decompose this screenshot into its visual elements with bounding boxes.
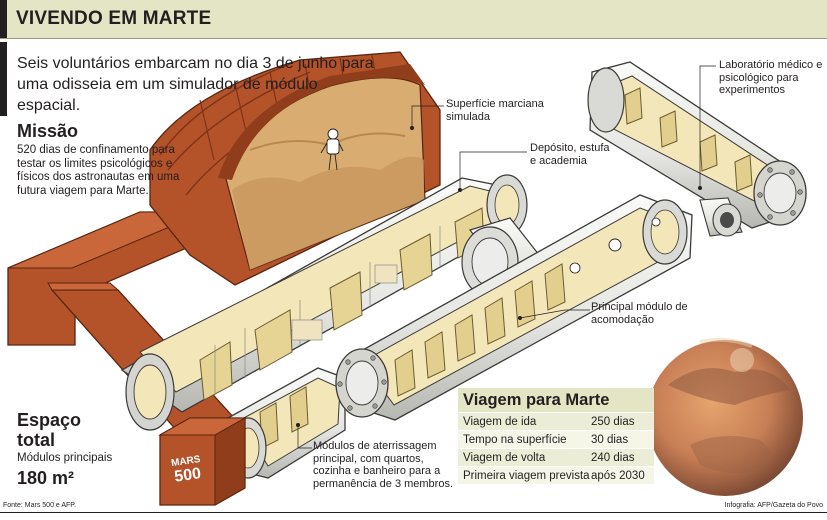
space-value: 180 m² <box>17 468 75 488</box>
label-storage: Depósito, estufa e academia <box>530 142 610 167</box>
trip-row-label: Viagem de ida <box>463 416 537 428</box>
storage-greenhouse-module <box>120 174 528 431</box>
label-mars-surface: Superfície marciana simulada <box>446 98 544 123</box>
trip-row-label: Viagem de volta <box>463 452 546 464</box>
title-accent <box>0 0 7 38</box>
title-band <box>0 0 827 38</box>
intro-text: Seis voluntários embarcam no dia 3 de ju… <box>17 55 374 114</box>
trip-row-value: 240 dias <box>591 452 635 464</box>
mars-surface-dome <box>149 51 441 286</box>
landing-module <box>227 348 389 479</box>
space-subtitle: Módulos principais <box>17 452 113 464</box>
trip-row-value: 30 dias <box>591 434 629 446</box>
trip-row-value: 250 dias <box>591 416 635 428</box>
page-title: VIVENDO EM MARTE <box>16 8 212 29</box>
trip-table: Viagem para Marte Viagem de ida 250 dias… <box>458 388 654 484</box>
mars500-logo-line2: 500 <box>173 465 202 486</box>
mission-text: 520 dias de confinamento para testar os … <box>17 144 180 197</box>
mars500-logo-line1: MARS <box>170 454 201 469</box>
trip-row: Primeira viagem prevista após 2030 <box>458 466 654 484</box>
footer-divider <box>0 512 827 513</box>
intro-accent <box>0 42 7 116</box>
main-habitation-module <box>344 194 693 421</box>
trip-row-label: Primeira viagem prevista <box>463 470 590 482</box>
trip-row-value: após 2030 <box>591 470 645 482</box>
title-divider <box>0 38 827 39</box>
trip-row: Tempo na superfície 30 dias <box>458 430 654 448</box>
trip-row-label: Tempo na superfície <box>463 434 567 446</box>
label-main-module: Principal módulo de acomodação <box>591 301 688 326</box>
mars500-block: MARS 500 <box>158 417 247 506</box>
mission-heading: Missão <box>17 121 79 141</box>
credit-note: Infografia: AFP/Gazeta do Povo <box>724 502 823 509</box>
trip-row: Viagem de volta 240 dias <box>458 448 654 466</box>
source-note: Fonte: Mars 500 e AFP. <box>3 502 77 509</box>
trip-row: Viagem de ida 250 dias <box>458 412 654 430</box>
label-landing-module: Módulos de aterrissagem principal, com q… <box>313 440 454 490</box>
trip-table-title: Viagem para Marte <box>458 388 654 412</box>
medical-lab-module <box>587 61 807 237</box>
label-lab: Laboratório médico e psicológico para ex… <box>719 59 823 96</box>
mars-planet-icon <box>639 332 811 504</box>
leader-lines <box>297 65 716 449</box>
space-heading: Espaço total <box>17 410 82 450</box>
